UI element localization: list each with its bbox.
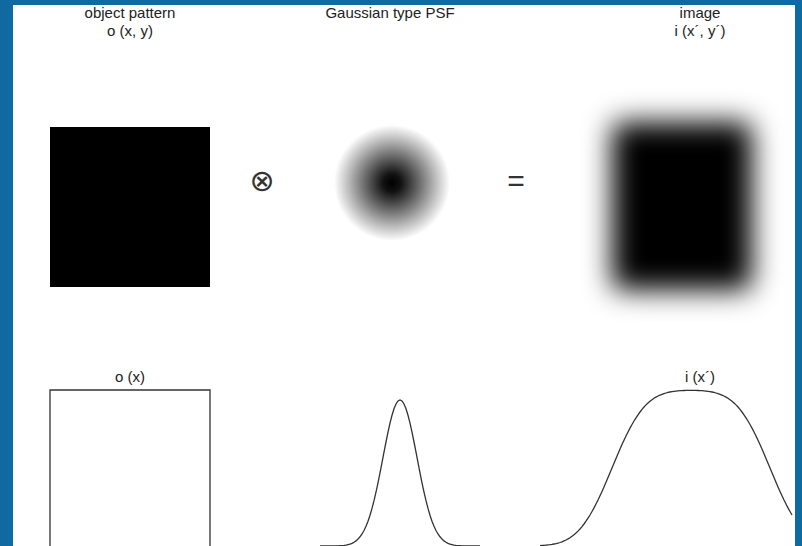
- profile-label: o (x): [115, 368, 145, 386]
- frame-left: [0, 0, 13, 546]
- function-label: i (x´, y´): [675, 22, 726, 40]
- gaussian-psf: [334, 125, 450, 241]
- panel-title: image: [680, 4, 721, 22]
- object-square: [50, 127, 210, 287]
- panel-title: Gaussian type PSF: [325, 4, 454, 22]
- convolution-symbol: ⊗: [249, 165, 274, 197]
- frame-right: [795, 0, 802, 546]
- object-profile: [50, 390, 210, 546]
- panel-title: object pattern: [85, 4, 176, 22]
- image-profile: [540, 390, 792, 545]
- blurred-image: [612, 122, 752, 290]
- profile-label: i (x´): [685, 368, 715, 386]
- function-label: o (x, y): [107, 22, 153, 40]
- psf-profile: [320, 400, 480, 546]
- equals-sign: =: [507, 165, 525, 197]
